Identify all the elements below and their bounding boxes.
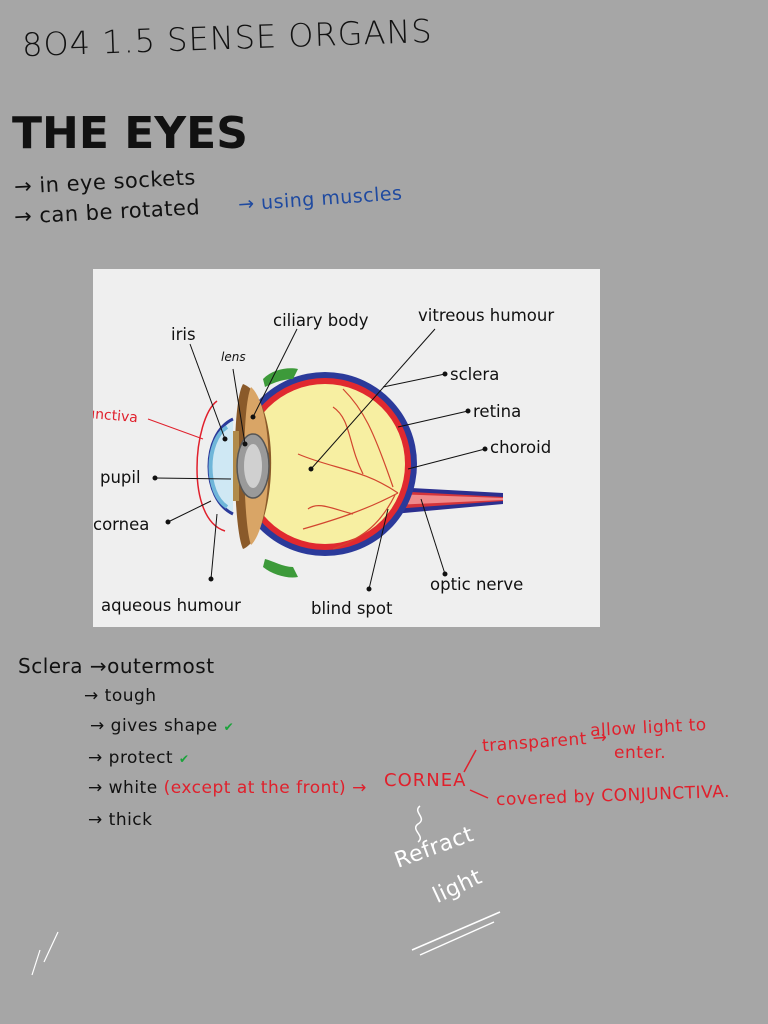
brace-icon [415,805,423,843]
light-note: light [429,864,487,909]
label-lens: lens [221,350,246,364]
covered-note: covered by CONJUNCTIVA. [495,781,731,811]
sclera-item-white: → white (except at the front) → [88,778,367,798]
retina-veins [297,388,399,550]
label-aqueous-humour: aqueous humour [101,596,241,615]
eye-diagram-svg: iris ciliary body vitreous humour lens s… [93,306,554,618]
sclera-item-gives-shape: → gives shape ✔ [90,716,235,736]
sclera-term: Sclera →outermost [18,654,215,678]
sclera-item-protect: → protect ✔ [88,748,190,768]
label-iris: iris [171,325,196,344]
conjunctiva-line [196,400,226,532]
label-sclera: sclera [450,365,499,384]
label-conjunctiva: Conjunctiva [93,403,139,426]
white-detail: (except at the front) → [163,778,367,798]
label-pupil: pupil [100,468,141,487]
sclera-item-thick: → thick [88,810,153,830]
label-optic-nerve: optic nerve [430,575,523,594]
section-heading: THE EYES [12,108,248,159]
eye-diagram: iris ciliary body vitreous humour lens s… [93,269,600,627]
leader-lines [152,328,488,592]
refract-note: Refract [391,821,478,874]
lens-inner [244,444,262,488]
label-vitreous-humour: vitreous humour [418,306,554,325]
bullet-rotated: → can be rotated [13,195,201,229]
optic-nerve-core [393,494,503,505]
note-using-muscles: → using muscles [237,182,404,216]
allow-light-note: allow light to [589,714,708,742]
label-blind-spot: blind spot [311,599,393,618]
transparent-note: transparent → [481,727,609,757]
bullet-eye-sockets: → in eye sockets [13,165,197,199]
label-cornea: cornea [93,515,149,534]
conjunctiva-leader [147,418,204,440]
page-title: 8O4 1.5 SENSE ORGANS [21,11,434,65]
cornea-note: CORNEA [384,770,467,791]
check-icon: ✔ [223,720,235,734]
label-retina: retina [473,402,521,421]
enter-note: enter. [614,743,667,763]
sclera-item-tough: → tough [84,686,157,706]
label-ciliary-body: ciliary body [273,311,369,330]
label-choroid: choroid [490,438,551,457]
check-icon: ✔ [179,752,190,766]
